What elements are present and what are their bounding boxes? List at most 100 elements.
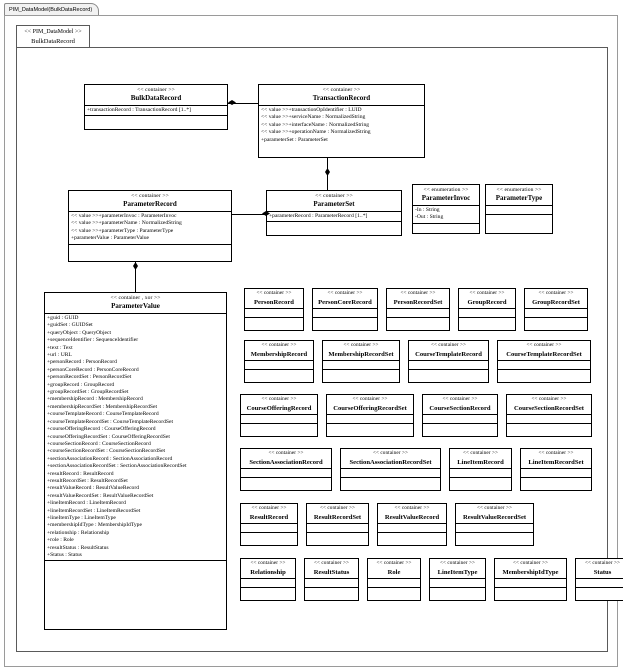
- document-tab[interactable]: PIM_DataModel(BulkDataRecord): [4, 3, 100, 16]
- attribute-row: +courseTemplateRecord : CourseTemplateRe…: [47, 411, 159, 418]
- class-membershipidtype[interactable]: << container >>MembershipIdType: [494, 558, 567, 601]
- operations-compartment: [450, 478, 511, 487]
- attributes-compartment: [241, 524, 297, 533]
- class-header: << container >>Relationship: [241, 559, 295, 579]
- class-coursesectionrecordset[interactable]: << container >>CourseSectionRecordSet: [506, 394, 592, 437]
- class-stereotype: << container >>: [376, 560, 412, 566]
- class-parameter-value[interactable]: << container , xor >> ParameterValue +gu…: [44, 292, 227, 630]
- operations-compartment: [323, 370, 399, 379]
- class-name: BulkDataRecord: [130, 94, 182, 102]
- class-parameter-type[interactable]: << enumeration >> ParameterType: [485, 184, 553, 234]
- attribute-row: +resultValueRecord : ResultValueRecord: [47, 485, 140, 492]
- class-name: CourseSectionRecordSet: [514, 404, 584, 412]
- class-resultrecord[interactable]: << container >>ResultRecord: [240, 503, 298, 546]
- operations-compartment: [313, 318, 377, 327]
- class-header: << container >>GroupRecordSet: [525, 289, 587, 309]
- class-name: Role: [387, 568, 401, 576]
- class-stereotype: << container >>: [313, 560, 350, 566]
- class-sectionassociationrecord[interactable]: << container >> SectionAssociationRecord: [240, 448, 332, 491]
- class-name: ResultRecord: [249, 513, 289, 521]
- class-courseofferingrecordset[interactable]: << container >> CourseOfferingRecordSet: [326, 394, 414, 437]
- attribute-row: +courseOfferingRecordSet : CourseOfferin…: [47, 433, 170, 440]
- class-header: << container >>LineItemRecord: [450, 449, 511, 469]
- class-stereotype: << container >>: [352, 396, 388, 402]
- class-resultvaluerecordset[interactable]: << container >>ResultValueRecordSet: [455, 503, 534, 546]
- attributes-compartment: [450, 469, 511, 478]
- attributes-compartment: << value >>+parameterInvoc : ParameterIn…: [69, 212, 231, 245]
- attributes-compartment: [327, 415, 413, 424]
- class-name: LineItemType: [437, 568, 478, 576]
- attributes-compartment: [323, 361, 399, 370]
- class-personrecord[interactable]: << container >> PersonRecord: [244, 288, 304, 331]
- attributes-compartment: [423, 415, 497, 424]
- class-header: << container >>ResultValueRecord: [378, 504, 446, 524]
- attributes-compartment: [341, 469, 440, 478]
- attribute-row: +membershipIdType : MembershipIdType: [47, 522, 142, 529]
- class-stereotype: << container , xor >>: [110, 295, 161, 301]
- class-courseofferingrecord[interactable]: << container >>CourseOfferingRecord: [240, 394, 318, 437]
- attribute-row: << value >>+parameterInvoc : ParameterIn…: [71, 213, 177, 219]
- attributes-compartment: [521, 469, 591, 478]
- class-stereotype: << container >>: [137, 87, 175, 93]
- attribute-row: +personRecord : PersonRecord: [47, 359, 117, 366]
- class-parameter-record[interactable]: << container >> ParameterRecord << value…: [68, 190, 232, 262]
- attribute-row: +courseSectionRecord : CourseSectionReco…: [47, 440, 151, 447]
- class-role[interactable]: << container >> Role: [367, 558, 421, 601]
- class-status[interactable]: << container >>Status: [575, 558, 623, 601]
- attribute-row: +groupRecordSet : GroupRecordSet: [47, 389, 129, 396]
- operations-compartment: [85, 116, 227, 125]
- class-stereotype: << container >>: [584, 560, 621, 566]
- connector-parameterrecord-to-parameterset: [232, 214, 268, 215]
- class-bulk-data-record[interactable]: << container >> BulkDataRecord +transact…: [84, 84, 228, 130]
- class-resultvaluerecord[interactable]: << container >>ResultValueRecord: [377, 503, 447, 546]
- class-relationship[interactable]: << container >>Relationship: [240, 558, 296, 601]
- class-lineitemrecord[interactable]: << container >>LineItemRecord: [449, 448, 512, 491]
- class-stereotype: << container >>: [256, 290, 292, 296]
- attributes-compartment: [456, 524, 533, 533]
- class-coursesectionrecord[interactable]: << container >>CourseSectionRecord: [422, 394, 498, 437]
- class-name: PersonRecord: [254, 298, 294, 306]
- operations-compartment: [495, 588, 566, 597]
- class-stereotype: << container >>: [430, 342, 467, 348]
- operations-compartment: [507, 424, 591, 433]
- class-lineitemtype[interactable]: << container >>LineItemType: [429, 558, 486, 601]
- class-lineitemrecordset[interactable]: << container >>LineItemRecordSet: [520, 448, 592, 491]
- operations-compartment: [521, 478, 591, 487]
- attributes-compartment: [245, 309, 303, 318]
- class-personrecordset[interactable]: << container >>PersonRecordSet: [386, 288, 450, 331]
- attribute-row: << value >>+transactionOpIdentifier : LU…: [261, 107, 362, 113]
- class-grouprecord[interactable]: << container >>GroupRecord: [458, 288, 516, 331]
- class-coursetemplaterecord[interactable]: << container >>CourseTemplateRecord: [408, 340, 489, 383]
- class-personcorerecord[interactable]: << container >>PersonCoreRecord: [312, 288, 378, 331]
- attributes-compartment: [378, 524, 446, 533]
- operations-compartment: [245, 370, 313, 379]
- composition-diamond-bulk-transaction: [228, 100, 236, 105]
- class-name: MembershipIdType: [502, 568, 559, 576]
- class-sectionassociationrecordset[interactable]: << container >>SectionAssociationRecordS…: [340, 448, 441, 491]
- class-stereotype: << container >>: [322, 87, 361, 93]
- attribute-row: +lineItemRecordSet : LineItemRecordSet: [47, 507, 141, 514]
- attribute-row: +queryObject : QueryObject: [47, 329, 112, 336]
- attribute-row: +sectionAssociationRecord : SectionAssoc…: [47, 455, 173, 462]
- class-name: SectionAssociationRecord: [249, 458, 323, 466]
- class-name: ParameterSet: [313, 200, 355, 208]
- class-resultstatus[interactable]: << container >>ResultStatus: [304, 558, 359, 601]
- composition-diamond-transaction-parameterset: [325, 168, 330, 176]
- class-parameter-set[interactable]: << container >> ParameterSet +parameterR…: [266, 190, 402, 236]
- operations-compartment: [267, 222, 401, 231]
- class-parameter-invoc[interactable]: << enumeration >> ParameterInvoc -In : S…: [412, 184, 480, 234]
- class-membershiprecord[interactable]: << container >>MembershipRecord: [244, 340, 314, 383]
- class-grouprecordset[interactable]: << container >>GroupRecordSet: [524, 288, 588, 331]
- package-header[interactable]: << PIM_DataModel >> BulkDataRecord: [16, 25, 90, 48]
- class-header: << container >> ParameterSet: [267, 191, 401, 212]
- class-name: CourseOfferingRecordSet: [333, 404, 407, 412]
- class-stereotype: << container >>: [319, 505, 356, 511]
- class-coursetemplaterecordset[interactable]: << container >>CourseTemplateRecordSet: [497, 340, 591, 383]
- class-membershiprecordset[interactable]: << container >>MembershipRecordSet: [322, 340, 400, 383]
- class-transaction-record[interactable]: << container >> TransactionRecord << val…: [258, 84, 425, 158]
- class-name: CourseOfferingRecord: [246, 404, 312, 412]
- class-stereotype: << container >>: [268, 450, 304, 456]
- class-resultrecordset[interactable]: << container >>ResultRecordSet: [306, 503, 369, 546]
- operations-compartment: [525, 318, 587, 327]
- class-header: << container >>PersonCoreRecord: [313, 289, 377, 309]
